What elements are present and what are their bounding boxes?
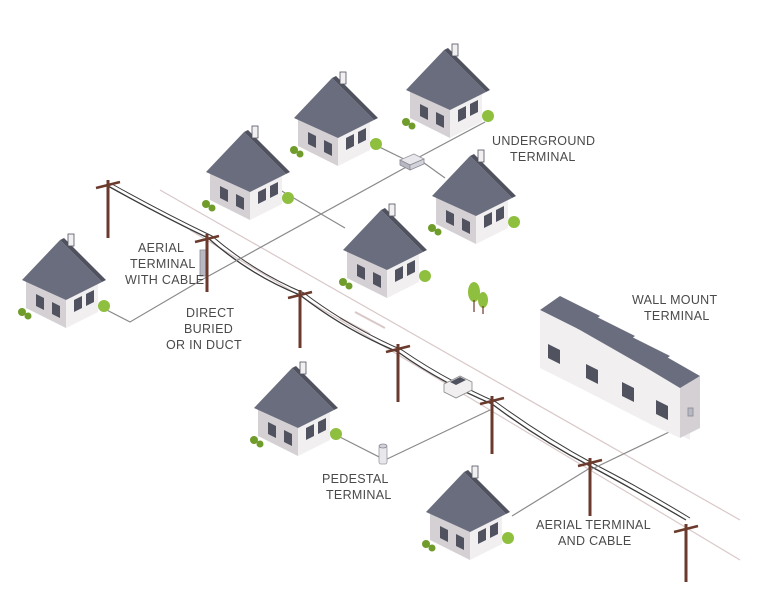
- car: [443, 375, 473, 399]
- label-wall-mount-terminal: WALL MOUNT TERMINAL: [632, 293, 717, 323]
- pedestal-box: [378, 443, 388, 465]
- house: [17, 233, 111, 329]
- utility-pole: [94, 178, 122, 240]
- label-line: TERMINAL: [326, 488, 392, 502]
- house: [249, 361, 343, 457]
- label-line: WALL MOUNT: [632, 293, 717, 307]
- label-underground-terminal: UNDERGROUND TERMINAL: [492, 134, 595, 164]
- house: [201, 125, 295, 221]
- label-line: WITH CABLE: [125, 273, 204, 287]
- label-aerial-terminal-and-cable: AERIAL TERMINAL AND CABLE: [536, 518, 651, 548]
- label-line: AERIAL: [138, 241, 184, 255]
- townhouse-row: [540, 296, 700, 440]
- label-line: TERMINAL: [130, 257, 196, 271]
- label-line: DIRECT: [186, 306, 234, 320]
- label-line: UNDERGROUND: [492, 134, 595, 148]
- tree: [468, 282, 488, 314]
- utility-pole: [286, 288, 314, 350]
- label-line: PEDESTAL: [322, 472, 389, 486]
- house: [289, 71, 383, 167]
- label-pedestal-terminal: PEDESTAL TERMINAL: [322, 472, 392, 502]
- house: [421, 465, 515, 561]
- label-line: TERMINAL: [644, 309, 710, 323]
- houses: [17, 43, 521, 561]
- label-line: TERMINAL: [510, 150, 576, 164]
- label-line: BURIED: [184, 322, 233, 336]
- label-aerial-terminal-with-cable: AERIAL TERMINAL WITH CABLE: [125, 241, 204, 287]
- label-line: AERIAL TERMINAL: [536, 518, 651, 532]
- label-line: AND CABLE: [558, 534, 632, 548]
- label-line: OR IN DUCT: [166, 338, 242, 352]
- label-direct-buried: DIRECT BURIED OR IN DUCT: [166, 306, 242, 352]
- house: [427, 149, 521, 245]
- underground-terminal-box: [399, 153, 425, 171]
- house: [338, 203, 432, 299]
